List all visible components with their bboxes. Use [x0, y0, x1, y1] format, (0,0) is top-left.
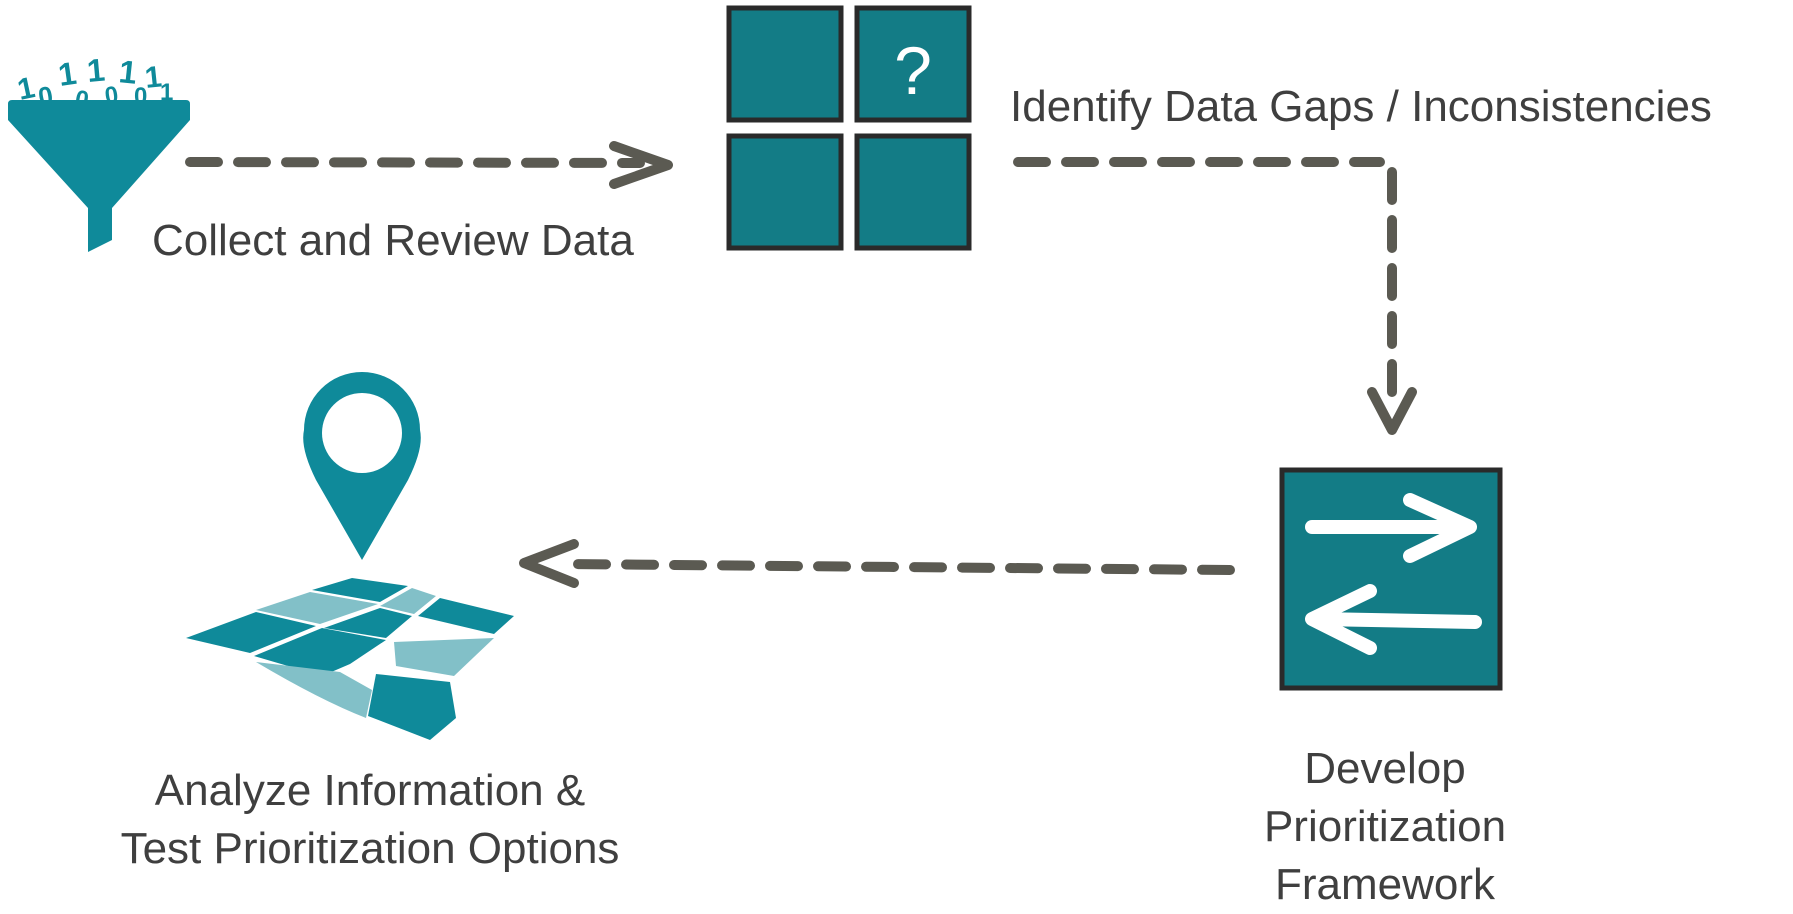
step-label-collect: Collect and Review Data — [152, 216, 634, 265]
flow-arrow-develop-to-analyze — [519, 539, 1235, 588]
question-mark-icon: ? — [894, 33, 932, 109]
step-label-line: Develop — [1304, 744, 1466, 793]
step-label-identify: Identify Data Gaps / Inconsistencies — [1010, 82, 1712, 131]
map-pin-icon — [186, 372, 514, 740]
step-label-analyze: Analyze Information & Test Prioritizatio… — [60, 762, 680, 878]
step-label-line: Framework — [1274, 860, 1496, 909]
binary-digit: 1 — [56, 55, 79, 93]
step-label-line: Test Prioritization Options — [120, 824, 620, 873]
binary-digit: 1 — [117, 53, 138, 91]
swap-arrows-icon — [1279, 467, 1503, 691]
flow-arrow-collect-to-identify — [185, 141, 673, 189]
step-label-develop: Develop Prioritization Framework — [1220, 740, 1550, 914]
step-label-line: Prioritization — [1263, 802, 1507, 851]
funnel-binary-icon: 1 0 1 0 1 0 1 0 1 1 — [8, 52, 190, 252]
flow-arrow-identify-to-develop — [1013, 157, 1417, 435]
binary-digit: 1 — [85, 52, 106, 89]
step-label-line: Analyze Information & — [154, 766, 586, 815]
binary-digit: 1 — [160, 79, 173, 106]
binary-digit: 1 — [143, 60, 163, 95]
grid-question-icon: ? — [726, 5, 972, 251]
binary-digit: 1 — [15, 71, 38, 107]
